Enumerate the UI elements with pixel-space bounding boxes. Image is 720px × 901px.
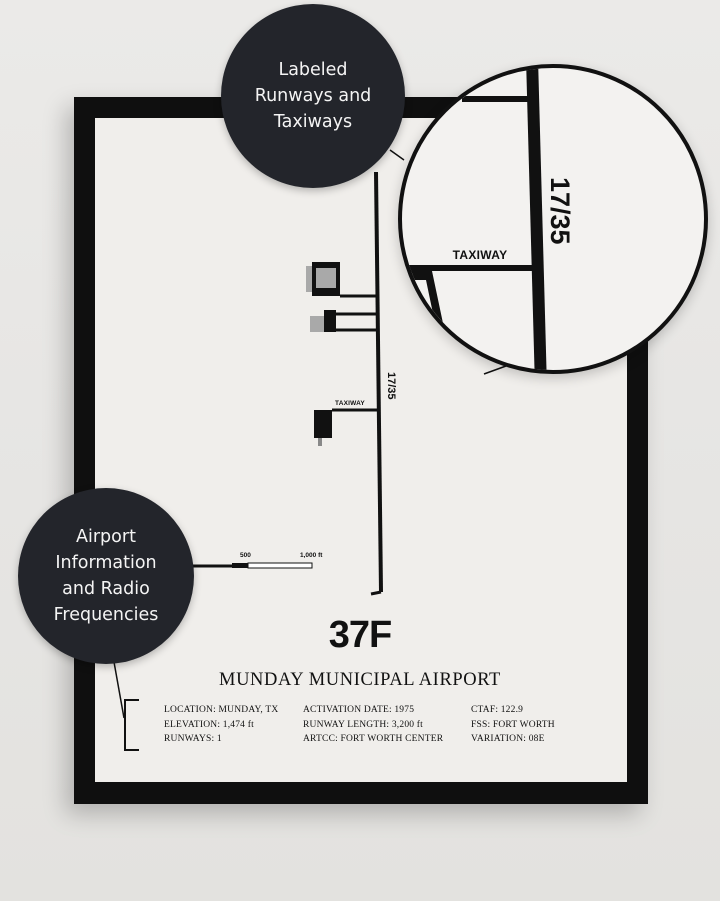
runway-label: 17/35: [385, 372, 397, 400]
callout-pointer-top: [389, 149, 405, 161]
apron-2: [324, 310, 336, 332]
info-artcc: ARTCC: FORT WORTH CENTER: [303, 734, 444, 744]
zoom-magnifier: 17/35 TAXIWAY: [398, 64, 708, 374]
zoom-taxiway-label: TAXIWAY: [452, 248, 508, 262]
zoom-pointer: [483, 365, 507, 375]
callout-info-line3: and Radio: [62, 579, 150, 599]
callout-runways-line3: Taxiways: [273, 112, 353, 132]
airport-code: 37F: [328, 614, 392, 656]
info-runways: RUNWAYS: 1: [164, 734, 222, 744]
callout-runways-line2: Runways and: [254, 86, 372, 106]
zoom-diagram: [402, 68, 547, 370]
scale-label-1000: 1,000 ft: [300, 552, 323, 559]
info-runway-length: RUNWAY LENGTH: 3,200 ft: [303, 719, 424, 730]
info-ctaf: CTAF: 122.9: [471, 705, 524, 715]
callout-info-line4: Frequencies: [53, 605, 159, 625]
info-column-2: ACTIVATION DATE: 1975 RUNWAY LENGTH: 3,2…: [303, 703, 443, 747]
info-fss: FSS: FORT WORTH: [471, 719, 555, 730]
zoom-runway: [526, 68, 547, 370]
callout-info-line1: Airport: [76, 527, 136, 547]
scale-bar-outline: [247, 562, 313, 569]
apron-3-stub: [318, 438, 322, 446]
callout-runways-line1: Labeled: [278, 60, 348, 80]
info-variation: VARIATION: 08E: [471, 734, 545, 744]
info-location: LOCATION: MUNDAY, TX: [164, 705, 279, 715]
callout-runways: Labeled Runways and Taxiways: [221, 4, 405, 188]
callout-airport-info: Airport Information and Radio Frequencie…: [18, 488, 194, 664]
hangar-building: [310, 316, 326, 332]
taxiway-label: TAXIWAY: [335, 400, 365, 407]
apron-3: [314, 410, 332, 438]
info-elevation: ELEVATION: 1,474 ft: [164, 719, 254, 730]
callout-info-line2: Information: [55, 553, 157, 573]
apron-1-inner: [316, 268, 336, 288]
airport-name: MUNDAY MUNICIPAL AIRPORT: [219, 670, 501, 690]
info-column-1: LOCATION: MUNDAY, TX ELEVATION: 1,474 ft…: [164, 703, 278, 747]
zoom-taxiway-corner: [402, 271, 444, 328]
runway-hook: [370, 590, 382, 596]
info-activation-date: ACTIVATION DATE: 1975: [303, 705, 415, 715]
scale-label-500: 500: [240, 552, 251, 559]
runway-17-35: [374, 171, 383, 593]
info-column-3: CTAF: 122.9 FSS: FORT WORTH VARIATION: 0…: [471, 703, 555, 747]
zoom-runway-label: 17/35: [545, 177, 575, 245]
info-bracket: [124, 699, 139, 751]
scale-bar-solid: [232, 563, 248, 568]
callout-pointer-bracket: [113, 661, 125, 719]
